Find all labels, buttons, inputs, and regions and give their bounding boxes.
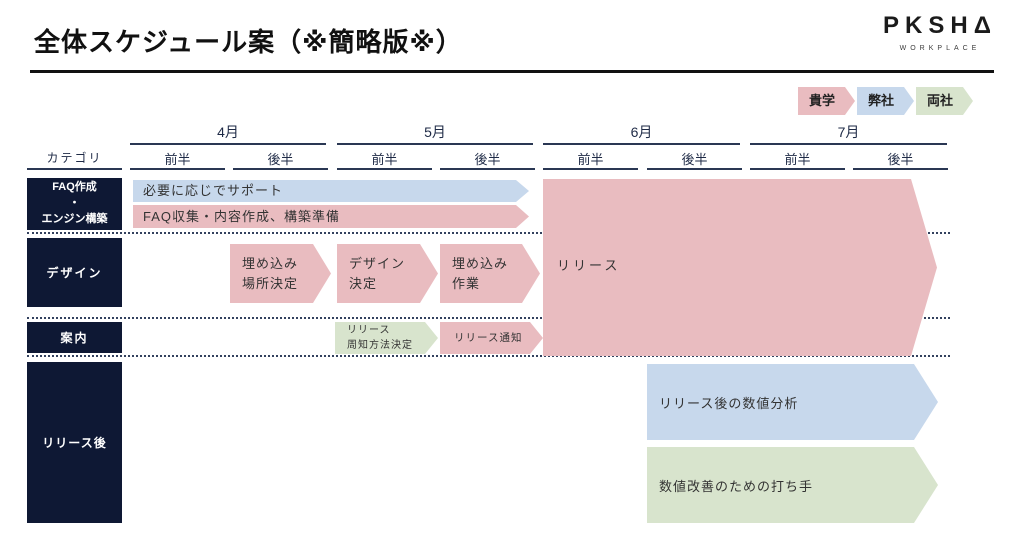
legend-item-kigaku: 貴学: [798, 87, 855, 115]
page-title: 全体スケジュール案（※簡略版※）: [34, 27, 463, 57]
task-label: 埋め込み 場所決定: [242, 256, 299, 291]
month-underline: [750, 143, 947, 145]
brand-subtext: WORKPLACE: [899, 45, 981, 52]
category-label: FAQ作成 ・ エンジン構築: [41, 181, 108, 225]
task-label: デザイン 決定: [349, 256, 406, 291]
half-label: 後半: [267, 152, 294, 167]
category-box-guide: 案内: [27, 322, 122, 353]
month-label-june: 6月: [630, 124, 653, 140]
header-underline: [543, 168, 638, 170]
legend-item-ryosha: 両社: [916, 87, 973, 115]
legend-label: 貴学: [809, 93, 836, 108]
release-label: リリース: [557, 258, 621, 273]
half-label: 前半: [577, 152, 604, 167]
task-arrow-design-decision: デザイン 決定: [337, 244, 438, 303]
bar-label: 必要に応じでサポート: [143, 183, 284, 198]
half-label: 前半: [371, 152, 398, 167]
task-arrow-notify-method: リリース 周知方法決定: [335, 322, 438, 354]
month-underline: [337, 143, 533, 145]
task-label: 埋め込み 作業: [452, 256, 509, 291]
category-box-design: デザイン: [27, 238, 122, 307]
bar-faq-collection: FAQ収集・内容作成、構築準備: [133, 205, 529, 228]
half-label: 後半: [474, 152, 501, 167]
header-underline: [440, 168, 535, 170]
release-arrow: リリース: [543, 179, 937, 356]
category-box-post-release: リリース後: [27, 362, 122, 523]
half-label: 後半: [681, 152, 708, 167]
category-label: デザイン: [46, 266, 103, 280]
row-divider: [27, 232, 950, 234]
header-underline: [337, 168, 432, 170]
bar-support-as-needed: 必要に応じでサポート: [133, 180, 529, 202]
title-divider: [30, 70, 994, 73]
task-arrow-embed-work: 埋め込み 作業: [440, 244, 540, 303]
month-underline: [130, 143, 326, 145]
legend-item-heisha: 弊社: [857, 87, 914, 115]
row-divider: [27, 317, 950, 319]
header-underline: [130, 168, 225, 170]
header-underline: [233, 168, 328, 170]
month-label-april: 4月: [217, 124, 239, 140]
task-label: リリース 周知方法決定: [347, 325, 413, 351]
legend-label: 弊社: [868, 93, 895, 108]
task-arrow-improvement-actions: 数値改善のための打ち手: [647, 447, 938, 523]
task-arrow-metrics-analysis: リリース後の数値分析: [647, 364, 938, 440]
row-divider: [27, 355, 950, 357]
category-label: リリース後: [42, 436, 107, 450]
brand-wordmark: PKSHΔ: [883, 12, 997, 39]
header-underline: [647, 168, 742, 170]
header-underline: [27, 168, 122, 170]
task-arrow-release-notice: リリース通知: [440, 322, 543, 354]
brand-logo: PKSHΔ WORKPLACE: [872, 12, 1008, 52]
bar-label: FAQ収集・内容作成、構築準備: [143, 209, 341, 224]
task-label: リリース後の数値分析: [659, 395, 799, 411]
month-label-may: 5月: [424, 124, 446, 140]
task-arrow-embed-location: 埋め込み 場所決定: [230, 244, 331, 303]
half-label: 後半: [887, 152, 914, 167]
task-label: 数値改善のための打ち手: [659, 478, 814, 494]
category-label: 案内: [60, 331, 89, 345]
category-box-faq: FAQ作成 ・ エンジン構築: [27, 178, 122, 230]
header-underline: [750, 168, 845, 170]
half-label: 前半: [164, 152, 191, 167]
header-underline: [853, 168, 948, 170]
half-label: 前半: [784, 152, 811, 167]
month-label-july: 7月: [837, 124, 860, 140]
task-label: リリース通知: [454, 332, 523, 344]
legend-label: 両社: [927, 93, 954, 108]
category-column-header: カテゴリ: [46, 151, 103, 165]
month-underline: [543, 143, 740, 145]
